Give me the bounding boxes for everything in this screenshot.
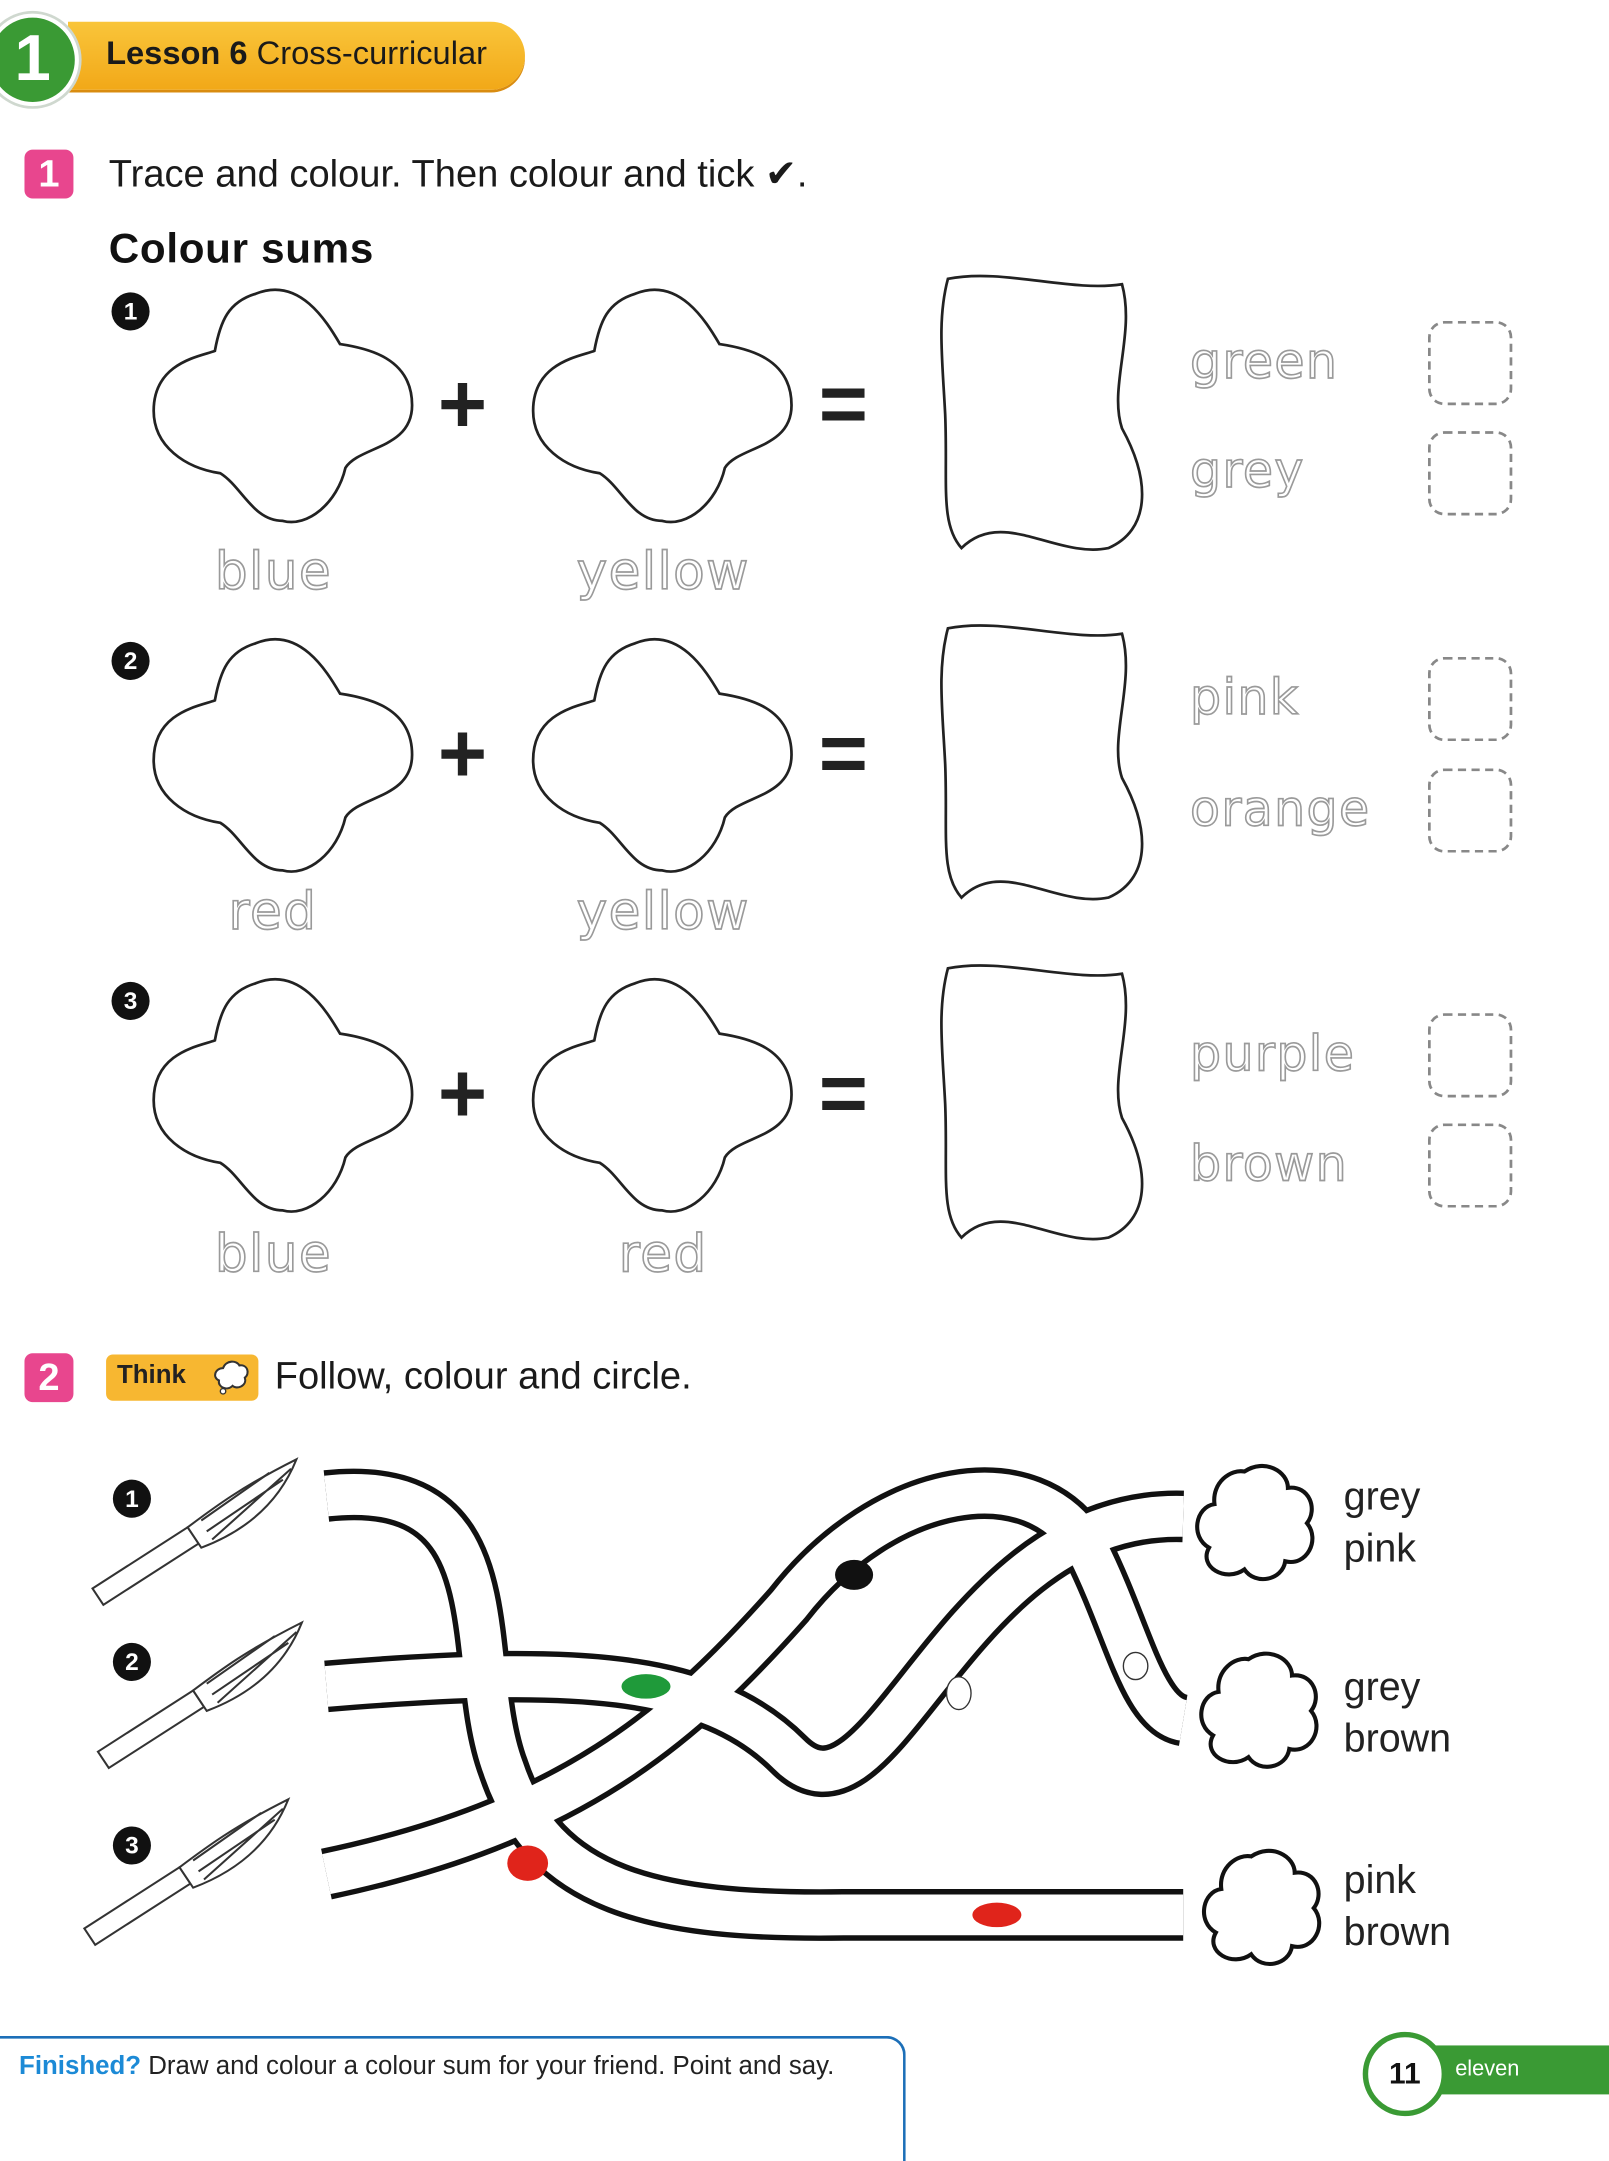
answer-option[interactable]: pink (1343, 1527, 1417, 1571)
blob-3b (531, 977, 793, 1213)
finished-box (0, 2035, 906, 2161)
result-blob-3 (940, 964, 1144, 1241)
answer-option[interactable]: brown (1343, 1717, 1452, 1762)
option-word: brown (1189, 1136, 1348, 1193)
section-title: Colour sums (108, 224, 374, 272)
tick-box[interactable] (1428, 431, 1513, 516)
option-word: green (1189, 334, 1339, 391)
plus-sign: + (437, 707, 488, 802)
tick-box[interactable] (1428, 656, 1513, 742)
option-word: orange (1189, 781, 1371, 838)
think-badge: Think (106, 1354, 259, 1401)
finished-prompt: Finished? Draw and colour a colour sum f… (19, 2052, 834, 2082)
row-number: 1 (111, 292, 150, 331)
brush-number: 2 (112, 1642, 151, 1681)
think-label: Think (116, 1361, 186, 1390)
answer-cloud-3 (1204, 1851, 1319, 1964)
lesson-number: Lesson 6 (106, 35, 248, 73)
answer-choices-1: grey pink (1344, 1472, 1421, 1575)
blob-3a (152, 977, 414, 1213)
option-word: pink (1189, 670, 1300, 727)
lesson-title: Lesson 6 Cross-curricular (106, 35, 487, 73)
answer-cloud-1 (1197, 1466, 1312, 1579)
unit-badge: 1 (0, 13, 79, 107)
blob-1b (531, 288, 793, 524)
paintbrush-3-icon (83, 1798, 290, 1946)
black-paint-blot (835, 1559, 874, 1590)
answer-option[interactable]: grey (1343, 1475, 1421, 1520)
tick-box[interactable] (1428, 320, 1513, 406)
equals-sign: = (818, 357, 868, 452)
red-paint-blot (972, 1902, 1022, 1928)
page-number: 11 (1362, 2031, 1448, 2117)
answer-option[interactable]: brown (1343, 1910, 1452, 1955)
red-paint-blot (507, 1845, 549, 1881)
tick-box[interactable] (1428, 768, 1513, 853)
brush-number: 3 (112, 1826, 151, 1865)
lesson-banner (68, 21, 525, 90)
finished-text: Draw and colour a colour sum for your fr… (148, 2052, 835, 2081)
finished-label: Finished? (19, 2052, 142, 2081)
equals-sign: = (818, 1047, 868, 1142)
lesson-subtitle: Cross-curricular (256, 35, 487, 73)
plus-sign: + (437, 1047, 488, 1142)
task1-badge: 1 (24, 149, 74, 199)
answer-choices-2: grey brown (1344, 1662, 1451, 1765)
tick-box[interactable] (1428, 1123, 1513, 1208)
equals-sign: = (818, 707, 868, 802)
answer-cloud-2 (1201, 1654, 1316, 1767)
task2-badge: 2 (24, 1353, 74, 1403)
row-number: 3 (111, 981, 150, 1020)
row-1-shapes (152, 274, 1144, 551)
task1-instruction: Trace and colour. Then colour and tick ✔… (108, 152, 808, 195)
row-3-shapes (152, 964, 1144, 1241)
tick-box[interactable] (1428, 1013, 1513, 1098)
page-word: eleven (1455, 2057, 1520, 2081)
row-number: 2 (111, 641, 150, 680)
trace-word: blue (214, 1223, 333, 1284)
plus-sign: + (437, 357, 488, 452)
row-2-shapes (152, 624, 1144, 901)
white-paint-blot (1122, 1651, 1149, 1681)
maze-roads (321, 1467, 1191, 1941)
trace-word: red (618, 1223, 708, 1284)
task2-instruction: Follow, colour and circle. (274, 1354, 692, 1397)
trace-word: red (228, 880, 318, 942)
answer-option[interactable]: grey (1343, 1666, 1421, 1710)
option-word: grey (1189, 443, 1305, 500)
option-word: purple (1189, 1026, 1356, 1083)
answer-choices-3: pink brown (1344, 1855, 1451, 1958)
thought-cloud-icon (214, 1360, 249, 1395)
brush-number: 1 (112, 1479, 151, 1518)
result-blob-2 (940, 624, 1144, 901)
result-blob-1 (940, 274, 1144, 551)
blob-2b (531, 637, 793, 873)
blob-1a (152, 288, 414, 524)
answer-option[interactable]: pink (1343, 1859, 1417, 1903)
white-paint-blot (945, 1676, 972, 1711)
green-paint-blot (621, 1674, 671, 1699)
trace-word: yellow (576, 540, 750, 602)
trace-word: yellow (576, 880, 750, 942)
trace-word: blue (214, 540, 333, 602)
blob-2a (152, 637, 414, 873)
